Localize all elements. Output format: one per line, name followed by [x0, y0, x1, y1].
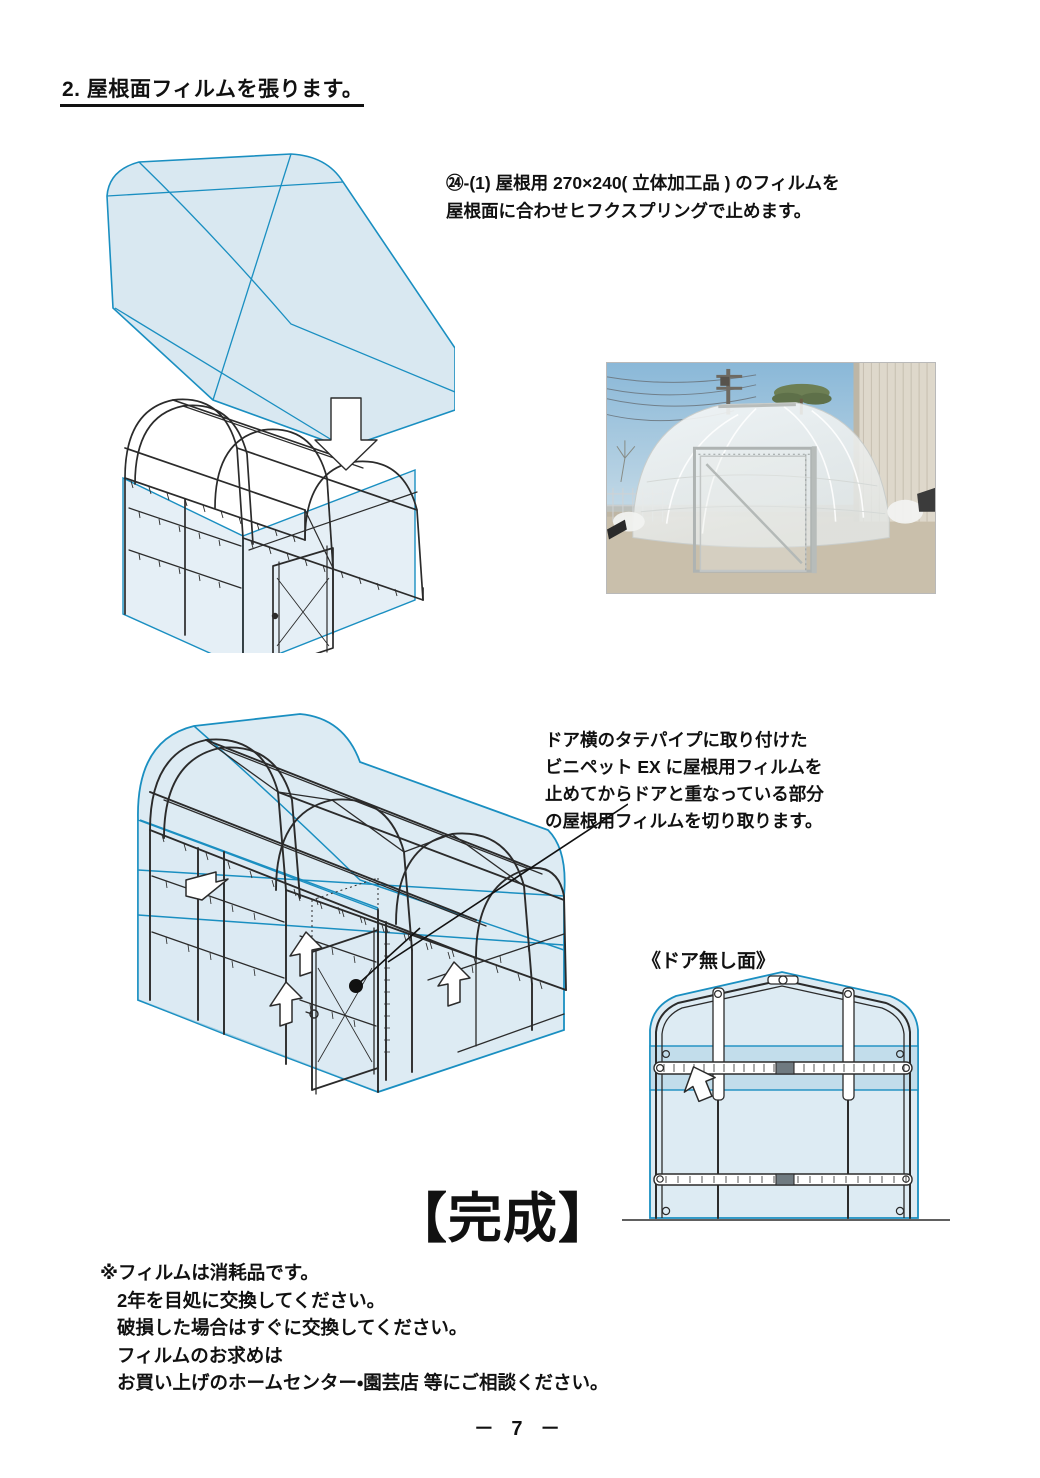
doorless-side-label: 《ドア無し面》 — [642, 951, 776, 972]
note-line-2: 2年を目処に交換してください。 — [117, 1289, 386, 1311]
door-assembly-completed — [305, 877, 379, 1095]
instruction-roof-film: ㉔-(1) 屋根用 270×240( 立体加工品 ) のフィルムを 屋根面に合わ… — [446, 173, 840, 221]
arrow-right-wall-icon — [437, 961, 471, 1007]
instruction-door-film-cut: ドア横のタテパイプに取り付けた ビニペット EX に屋根用フィルムを 止めてから… — [545, 730, 824, 831]
note-line-3: 破損した場合はすぐに交換してください。 — [117, 1317, 468, 1338]
footer-notes: ※フィルムは消耗品です。 2年を目処に交換してください。 破損した場合はすぐに交… — [100, 1259, 800, 1397]
arrow-front-lower-icon — [269, 981, 303, 1027]
greenhouse-frame-completed — [149, 738, 567, 1095]
figure-roof-film-drape: .flm { fill:#cfe2ee; fill-opacity:.80; s… — [95, 148, 455, 653]
lower-spring-rail — [653, 1173, 913, 1186]
note-line-1: ※フィルムは消耗品です。 — [100, 1262, 319, 1283]
page-section-heading: 2. 屋根面フィルムを張ります。 — [62, 78, 364, 101]
figure-greenhouse-photo — [606, 362, 936, 594]
greenhouse-frame — [122, 398, 424, 653]
callout-leader-line — [349, 803, 628, 993]
figure-completed-greenhouse: .c-flm { fill:#cfe2ee; fill-opacity:.70;… — [128, 700, 628, 1170]
completion-label: 【完成】 — [393, 1189, 613, 1249]
arrow-front-upper-icon — [289, 931, 323, 977]
roof-film-sheet — [106, 153, 455, 449]
upper-spring-rail — [653, 1049, 913, 1075]
page-number: － 7 － — [473, 1418, 567, 1440]
note-line-5: お買い上げのホームセンター・園芸店 等にご相談ください。 — [117, 1372, 609, 1393]
note-line-4: フィルムのお求めは — [117, 1344, 283, 1366]
down-arrow-icon — [314, 397, 378, 471]
door-assembly — [271, 545, 334, 653]
heading-underline — [60, 104, 364, 107]
figure-doorless-end-elevation: .e-flm { fill:#cfe2ee; fill-opacity:.70;… — [620, 968, 952, 1230]
arrow-left-wall-icon — [185, 871, 229, 901]
up-arrow-icon — [683, 1066, 716, 1103]
